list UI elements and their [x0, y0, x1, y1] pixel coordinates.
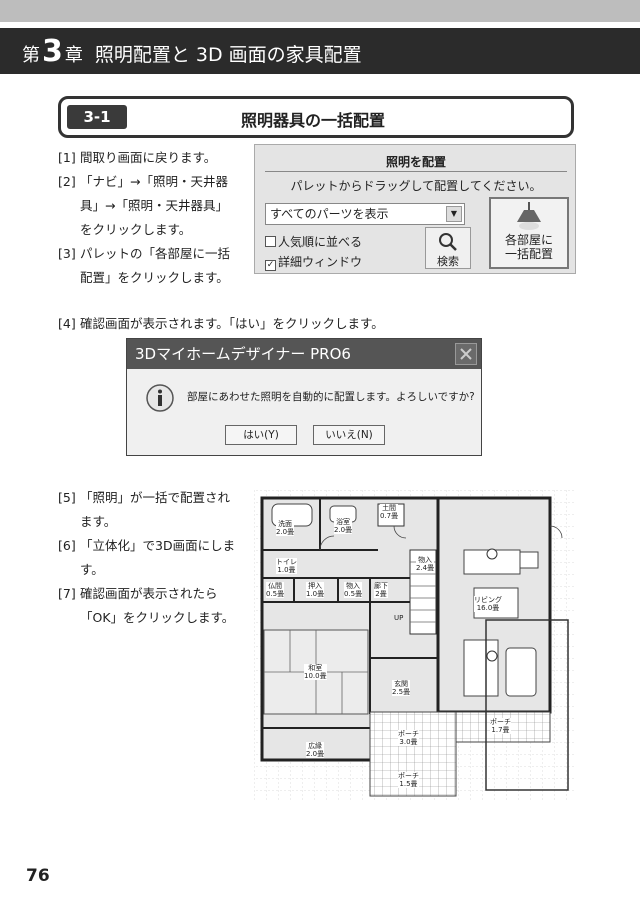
chapter-suffix: 章 [64, 45, 83, 66]
step-number: [3] [58, 246, 76, 261]
detail-window-label: 詳細ウィンドウ [278, 255, 363, 269]
parts-filter-select[interactable]: すべてのパーツを表示 ▼ [265, 203, 465, 225]
chapter-header: 第 3 章 照明配置と 3D 画面の家具配置 [0, 28, 640, 74]
chapter-title: 照明配置と 3D 画面の家具配置 [94, 44, 362, 66]
magnifier-icon [439, 233, 457, 251]
step-4: [4] 確認画面が表示されます。「はい」をクリックします。 [58, 312, 578, 336]
step-text: 確認画面が表示されたら「OK」をクリックします。 [80, 586, 235, 625]
step-text: 「立体化」で3D画面にします。 [80, 538, 236, 577]
step-number: [4] [58, 316, 76, 331]
confirm-dialog: 3Dマイホームデザイナー PRO6 部屋にあわせた照明を自動的に配置します。よろ… [126, 338, 482, 456]
step-number: [7] [58, 586, 76, 601]
section-header: 3-1 照明器具の一括配置 [58, 96, 574, 138]
step-7: [7] 確認画面が表示されたら「OK」をクリックします。 [58, 582, 238, 630]
close-icon [460, 348, 472, 360]
step-text: パレットの「各部屋に一括配置」をクリックします。 [80, 246, 231, 285]
ceiling-lamp-icon [517, 202, 541, 230]
step-text: 「照明」が一括で配置されます。 [80, 490, 231, 529]
step-1: [1] 間取り画面に戻ります。 [58, 146, 238, 170]
place-all-line1: 各部屋に [504, 233, 553, 247]
top-strip [0, 0, 640, 22]
checkbox-empty-icon[interactable] [265, 236, 276, 247]
place-all-line2: 一括配置 [504, 247, 553, 261]
step-6: [6] 「立体化」で3D画面にします。 [58, 534, 238, 582]
stair-label: UP [394, 614, 404, 622]
step-text: 確認画面が表示されます。「はい」をクリックします。 [80, 316, 384, 331]
section-number: 3-1 [67, 105, 127, 129]
yes-button[interactable]: はい(Y) [225, 425, 297, 445]
search-label: 検索 [437, 255, 459, 268]
dialog-title: 3Dマイホームデザイナー PRO6 [127, 339, 481, 369]
popular-order-checkbox[interactable]: 人気順に並べる [265, 233, 362, 250]
lighting-palette: 照明を配置 パレットからドラッグして配置してください。 すべてのパーツを表示 ▼… [254, 144, 576, 274]
step-text: 「ナビ」→「照明・天井器具」→「照明・天井器具」をクリックします。 [80, 174, 228, 237]
floor-plan-drawing [254, 490, 576, 800]
step-number: [5] [58, 490, 76, 505]
step-number: [6] [58, 538, 76, 553]
palette-title: 照明を配置 [385, 155, 446, 169]
step-number: [1] [58, 150, 76, 165]
detail-window-checkbox[interactable]: ✓詳細ウィンドウ [265, 253, 362, 271]
step-5: [5] 「照明」が一括で配置されます。 [58, 486, 238, 534]
search-button[interactable]: 検索 [425, 227, 471, 269]
section-title: 照明器具の一括配置 [241, 111, 386, 130]
palette-divider [265, 171, 567, 172]
page-number: 76 [26, 866, 50, 886]
palette-instruction: パレットからドラッグして配置してください。 [290, 179, 542, 193]
step-2: [2] 「ナビ」→「照明・天井器具」→「照明・天井器具」をクリックします。 [58, 170, 238, 242]
chapter-number: 3 [42, 34, 63, 69]
dialog-close-button[interactable] [455, 343, 477, 365]
no-button[interactable]: いいえ(N) [313, 425, 385, 445]
popular-order-label: 人気順に並べる [278, 235, 363, 249]
chapter-prefix: 第 [22, 45, 40, 66]
checkbox-checked-icon[interactable]: ✓ [265, 260, 276, 271]
info-icon [145, 383, 175, 417]
parts-filter-value: すべてのパーツを表示 [270, 207, 389, 221]
dialog-message: 部屋にあわせた照明を自動的に配置します。よろしいですか? [187, 391, 475, 403]
chevron-down-icon[interactable]: ▼ [446, 206, 462, 222]
step-number: [2] [58, 174, 76, 189]
step-3: [3] パレットの「各部屋に一括配置」をクリックします。 [58, 242, 238, 290]
step-text: 間取り画面に戻ります。 [80, 150, 217, 165]
place-all-rooms-button[interactable]: 各部屋に 一括配置 [489, 197, 569, 269]
